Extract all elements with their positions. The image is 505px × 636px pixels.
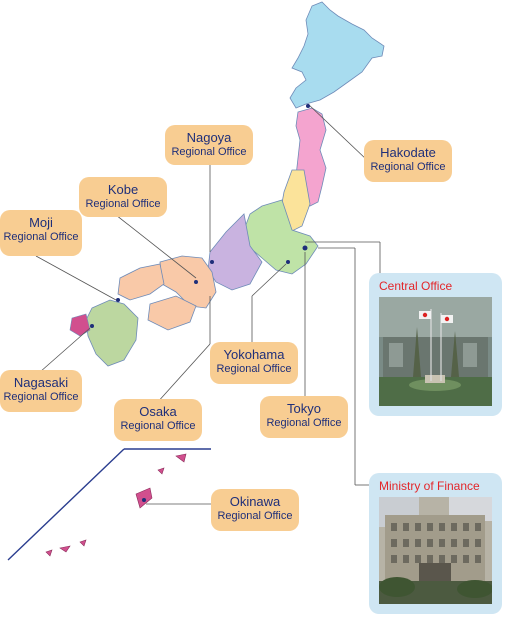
label-nagasaki[interactable]: Nagasaki Regional Office — [0, 370, 82, 412]
office-city: Moji — [29, 215, 53, 230]
region-kyushu-west — [69, 313, 91, 337]
office-type: Regional Office — [85, 198, 161, 210]
region-chugoku — [117, 263, 165, 301]
office-type: Regional Office — [3, 231, 79, 243]
office-city: Kobe — [107, 182, 139, 197]
marker-kobe — [194, 280, 198, 284]
ministry-of-finance-photo — [379, 497, 492, 604]
region-shikoku — [147, 295, 197, 331]
office-city: Tokyo — [287, 401, 321, 416]
region-hokkaido — [289, 1, 385, 109]
label-tokyo[interactable]: Tokyo Regional Office — [260, 396, 348, 438]
leader-yokohama-diag — [251, 263, 287, 297]
marker-nagasaki — [90, 324, 94, 328]
marker-okinawa — [142, 498, 146, 502]
leader-hakodate — [307, 103, 368, 161]
central-office-title: Central Office — [379, 279, 453, 293]
okinawa-islands — [45, 453, 187, 557]
office-city: Nagoya — [186, 130, 232, 145]
office-city: Nagasaki — [13, 375, 69, 390]
office-city: Hakodate — [380, 145, 436, 160]
office-type: Regional Office — [266, 417, 342, 429]
office-type: Regional Office — [171, 146, 247, 158]
marker-yokohama — [286, 260, 290, 264]
office-type: Regional Office — [3, 391, 79, 403]
office-city: Okinawa — [229, 494, 281, 509]
label-okinawa[interactable]: Okinawa Regional Office — [211, 489, 299, 531]
office-type: Regional Office — [217, 510, 293, 522]
marker-hakodate — [306, 104, 310, 108]
leader-moji — [35, 255, 117, 301]
marker-tokyo — [302, 245, 308, 251]
central-office-photo — [379, 297, 492, 406]
leader-nagasaki — [39, 327, 91, 373]
region-kyushu — [85, 299, 139, 367]
label-moji[interactable]: Moji Regional Office — [0, 210, 82, 256]
label-yokohama[interactable]: Yokohama Regional Office — [210, 342, 298, 384]
label-osaka[interactable]: Osaka Regional Office — [114, 399, 202, 441]
region-kansai — [159, 255, 217, 309]
leader-kobe — [115, 214, 197, 279]
marker-nagoya — [210, 260, 214, 264]
central-office-card[interactable]: Central Office — [369, 273, 502, 416]
office-type: Regional Office — [370, 161, 446, 173]
label-kobe[interactable]: Kobe Regional Office — [79, 177, 167, 217]
marker-moji — [116, 298, 120, 302]
label-hakodate[interactable]: Hakodate Regional Office — [364, 140, 452, 182]
okinawa-inset-border-diagonal — [7, 448, 125, 561]
ministry-of-finance-title: Ministry of Finance — [379, 479, 480, 493]
office-city: Osaka — [139, 404, 177, 419]
office-city: Yokohama — [223, 347, 285, 362]
office-type: Regional Office — [120, 420, 196, 432]
leader-osaka — [155, 343, 211, 405]
office-type: Regional Office — [216, 363, 292, 375]
label-nagoya[interactable]: Nagoya Regional Office — [165, 125, 253, 165]
ministry-of-finance-card[interactable]: Ministry of Finance — [369, 473, 502, 614]
